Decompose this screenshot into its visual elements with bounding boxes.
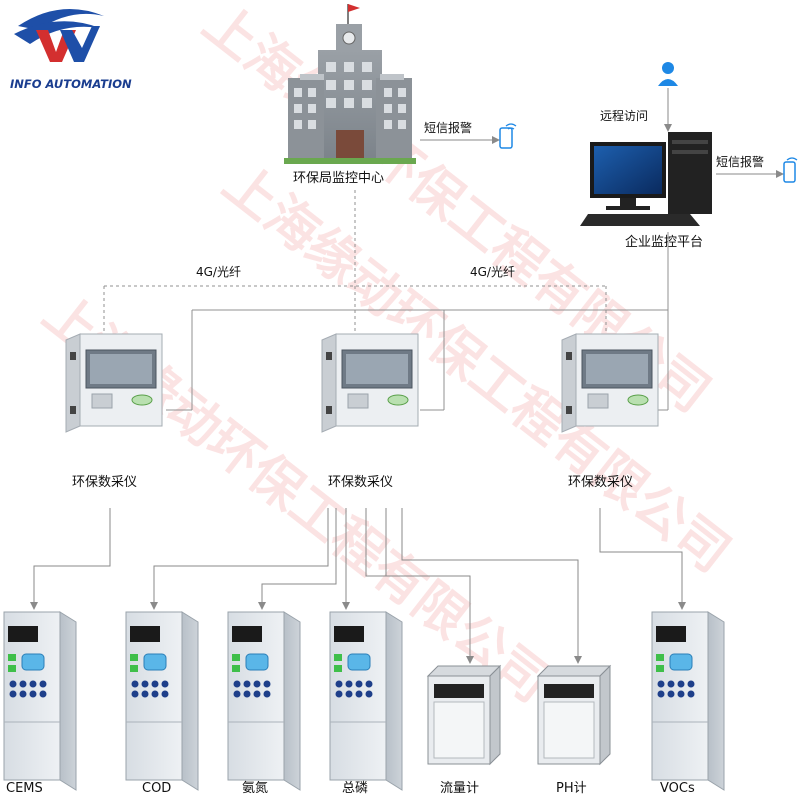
instrument-label: VOCs [660,781,695,796]
instrument-cabinet [651,611,725,791]
phone-alert-icon [783,157,798,183]
instrument-cabinet [329,611,403,791]
enterprise-label: 企业监控平台 [625,234,703,250]
enterprise-sms-label: 短信报警 [716,154,764,169]
flow-meter-box [427,665,501,765]
user-icon [658,62,678,86]
logo-text: INFO AUTOMATION [10,77,132,91]
instrument-label: PH计 [556,781,587,796]
phone-alert-icon [499,123,517,149]
link-label-right: 4G/光纤 [470,265,515,279]
bureau-label: 环保局监控中心 [293,171,384,186]
link-label-left: 4G/光纤 [196,265,241,279]
data-collector [321,333,419,433]
instrument-cabinet [3,611,77,791]
instrument-cabinet [125,611,199,791]
instrument-label: 总磷 [342,781,368,796]
data-collector [561,333,659,433]
collector-label: 环保数采仪 [568,475,633,490]
computer-icon [580,132,712,226]
instrument-cabinet [227,611,301,791]
instrument-label: COD [142,781,171,796]
instrument-lines [33,508,683,660]
instrument-label: 流量计 [440,781,479,796]
network-lines [103,190,669,411]
remote-access-label: 远程访问 [600,108,648,123]
collector-label: 环保数采仪 [328,475,393,490]
ph-meter-box [537,665,611,765]
bureau-sms-label: 短信报警 [424,120,472,135]
instrument-label: 氨氮 [242,781,268,796]
collector-label: 环保数采仪 [72,475,137,490]
company-logo: INFO AUTOMATION [10,8,132,91]
bureau-building-icon [284,4,416,164]
data-collector [65,333,163,433]
instrument-label: CEMS [6,781,43,796]
